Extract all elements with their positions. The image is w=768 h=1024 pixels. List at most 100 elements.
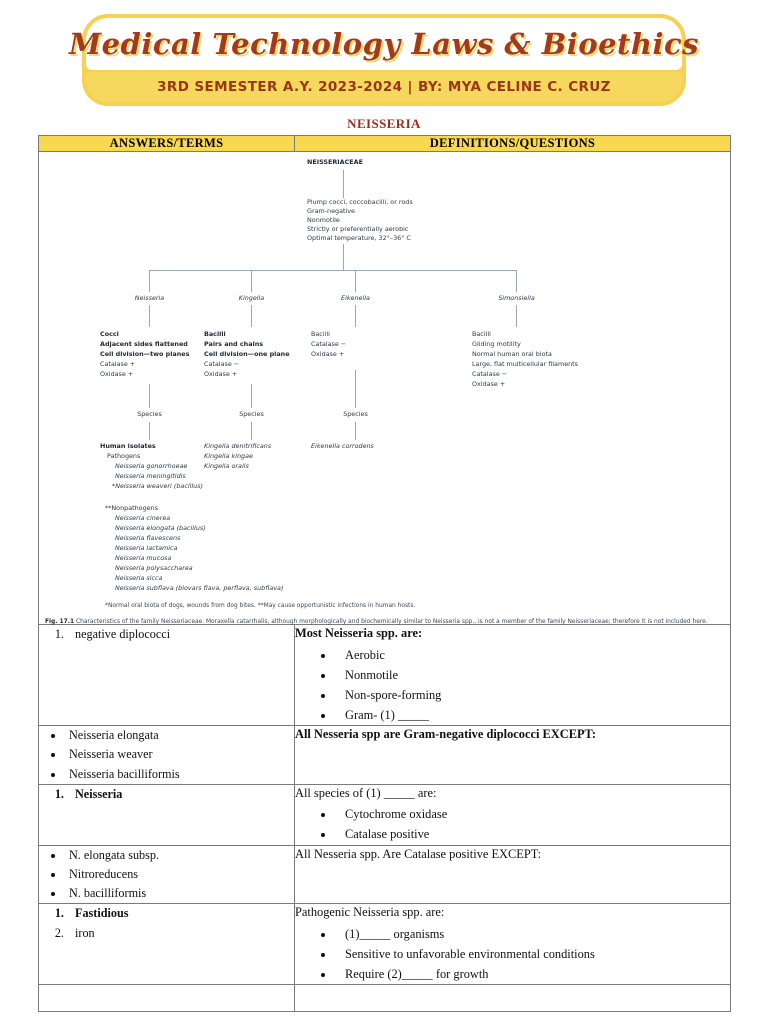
answers-cell: Neisseria [38, 783, 295, 846]
fig-branch-drop-1 [149, 270, 150, 292]
answers-bullet-list: N. elongata subsp. Nitroreducens N. baci… [53, 846, 294, 904]
answers-cell: negative diplococci [38, 624, 295, 726]
fig-eikenella-trait-3: Oxidase + [311, 350, 345, 358]
page-title: Medical Technology Laws & Bioethics [69, 27, 700, 61]
figure-row: NEISSERIACEAE Plump cocci, coccobacilli,… [38, 151, 731, 627]
fig-nonpathogen-4: Neisseria lactamica [115, 544, 178, 552]
fig-neisseria-trait-2: Adjacent sides flattened [100, 340, 188, 348]
list-item: N. elongata subsp. [65, 846, 294, 865]
fig-branch-drop-3 [355, 270, 356, 292]
question-bullet-list: (1)_____ organisms Sensitive to unfavora… [321, 924, 730, 984]
fig-footnotes: *Normal oral biota of dogs, wounds from … [105, 603, 416, 609]
fig-kingella-species-1: Kingella denitrificans [204, 442, 272, 450]
list-item: Require (2)_____ for growth [335, 964, 730, 984]
fig-root-trait-5: Optimal temperature, 32°–36° C [307, 234, 411, 242]
fig-simonsiella-trait-3: Normal human oral biota [472, 350, 552, 358]
fig-species-label-3: Species [343, 410, 368, 418]
fig-kingella-species-3: Kingella oralis [204, 462, 249, 470]
fig-root-name: NEISSERIACEAE [307, 158, 363, 166]
column-header-definitions: DEFINITIONS/QUESTIONS [294, 135, 731, 152]
list-item: N. bacilliformis [65, 884, 294, 903]
fig-genus-eikenella: Eikenella [341, 294, 370, 302]
definitions-cell: Most Neisseria spp. are: Aerobic Nonmoti… [294, 624, 731, 726]
title-banner: Medical Technology Laws & Bioethics 3RD … [69, 14, 699, 106]
list-item: Non-spore-forming [335, 685, 730, 705]
fig-branch-drop-4 [516, 270, 517, 292]
definitions-cell-empty [294, 984, 731, 1013]
fig-genus-drop-3 [355, 305, 356, 327]
column-header-answers: ANSWERS/TERMS [38, 135, 295, 152]
question-heading: All species of (1) _____ are: [295, 785, 437, 800]
fig-simonsiella-trait-5: Catalase − [472, 370, 508, 378]
fig-simonsiella-trait-4: Large, flat multicellular filaments [472, 360, 579, 368]
fig-genus-kingella: Kingella [238, 294, 265, 302]
fig-kingella-species-2: Kingella kingae [204, 452, 253, 460]
fig-connector-root-lower [343, 244, 344, 270]
fig-simonsiella-trait-6: Oxidase + [472, 380, 506, 388]
answers-cell-empty [38, 984, 295, 1013]
banner-title-area: Medical Technology Laws & Bioethics [69, 18, 699, 70]
neisseria-table: ANSWERS/TERMS DEFINITIONS/QUESTIONS NEIS… [38, 135, 731, 1013]
answers-cell: N. elongata subsp. Nitroreducens N. baci… [38, 844, 295, 905]
fig-eikenella-species-1: Eikenella corrodens [311, 442, 374, 450]
table-row: negative diplococci Most Neisseria spp. … [38, 624, 731, 726]
fig-kingella-trait-1: Bacilli [204, 330, 226, 338]
question-bullet-list: Aerobic Nonmotile Non-spore-forming Gram… [321, 645, 730, 725]
fig-root-trait-2: Gram-negative [307, 207, 355, 215]
question-heading: Pathogenic Neisseria spp. are: [295, 905, 445, 920]
fig-root-trait-4: Strictly or preferentially aerobic [307, 225, 409, 233]
table-row-empty [38, 984, 731, 1013]
fig-kingella-trait-5: Oxidase + [204, 370, 238, 378]
answers-ordered-list: negative diplococci [57, 625, 294, 643]
fig-root-trait-3: Nonmotile [307, 216, 340, 224]
question-bullet-list: Cytochrome oxidase Catalase positive [321, 804, 730, 844]
list-item: (1)_____ organisms [335, 924, 730, 944]
list-item: iron [67, 924, 294, 942]
figure-caption-text: Characteristics of the family Neisseriac… [75, 619, 708, 625]
definitions-cell: Pathogenic Neisseria spp. are: (1)_____ … [294, 903, 731, 986]
figure-caption: Fig. 17.1 Characteristics of the family … [45, 618, 717, 627]
fig-genus-drop-4 [516, 305, 517, 327]
fig-species-drop-1 [149, 384, 150, 408]
fig-nonpathogens-heading: **Nonpathogens [105, 504, 158, 512]
list-item: Fastidious [67, 904, 294, 922]
list-item: Neisseria weaver [65, 745, 294, 764]
fig-connector-root [343, 170, 344, 198]
fig-kingella-trait-2: Pairs and chains [204, 340, 264, 348]
fig-kingella-trait-4: Catalase − [204, 360, 240, 368]
page-header: Medical Technology Laws & Bioethics 3RD … [0, 0, 768, 110]
fig-neisseria-trait-4: Catalase + [100, 360, 136, 368]
list-item: Neisseria [67, 785, 294, 803]
fig-genus-drop-1 [149, 305, 150, 327]
definitions-cell: All species of (1) _____ are: Cytochrome… [294, 783, 731, 846]
fig-nonpathogen-5: Neisseria mucosa [115, 554, 172, 562]
content-table-wrapper: ANSWERS/TERMS DEFINITIONS/QUESTIONS NEIS… [0, 135, 768, 1013]
fig-neisseria-trait-1: Cocci [100, 330, 119, 338]
fig-nonpathogen-6: Neisseria polysaccharea [115, 564, 193, 572]
list-item: negative diplococci [67, 625, 294, 643]
fig-kingella-trait-3: Cell division—one plane [204, 350, 290, 358]
fig-simonsiella-trait-2: Gliding motility [472, 340, 521, 348]
fig-pathogens-subheading: Pathogens [107, 452, 141, 460]
page-subtitle: 3RD SEMESTER A.Y. 2023-2024 | BY: MYA CE… [157, 79, 611, 95]
list-item: Neisseria elongata [65, 726, 294, 745]
list-item: Nonmotile [335, 665, 730, 685]
fig-species-drop-3b [355, 422, 356, 440]
fig-species-drop-2 [251, 384, 252, 408]
definitions-cell: All Nesseria spp are Gram-negative diplo… [294, 724, 731, 785]
fig-neisseria-species-2: Neisseria meningitidis [115, 472, 186, 480]
fig-eikenella-trait-1: Bacilli [311, 330, 330, 338]
fig-simonsiella-trait-1: Bacilli [472, 330, 491, 338]
table-row: Neisseria elongata Neisseria weaver Neis… [38, 724, 731, 785]
fig-genus-neisseria: Neisseria [134, 294, 165, 302]
question-heading: All Nesseria spp. Are Catalase positive … [295, 846, 542, 861]
fig-neisseria-species-1: Neisseria gonorrhoeae [115, 462, 188, 470]
definitions-cell: All Nesseria spp. Are Catalase positive … [294, 844, 731, 905]
table-row: Fastidious iron Pathogenic Neisseria spp… [38, 903, 731, 986]
list-item: Neisseria bacilliformis [65, 765, 294, 784]
fig-neisseria-trait-5: Oxidase + [100, 370, 134, 378]
banner-subtitle-area: 3RD SEMESTER A.Y. 2023-2024 | BY: MYA CE… [86, 72, 682, 102]
fig-species-drop-2b [251, 422, 252, 440]
answers-cell: Neisseria elongata Neisseria weaver Neis… [38, 724, 295, 785]
question-heading: All Nesseria spp are Gram-negative diplo… [295, 726, 597, 741]
